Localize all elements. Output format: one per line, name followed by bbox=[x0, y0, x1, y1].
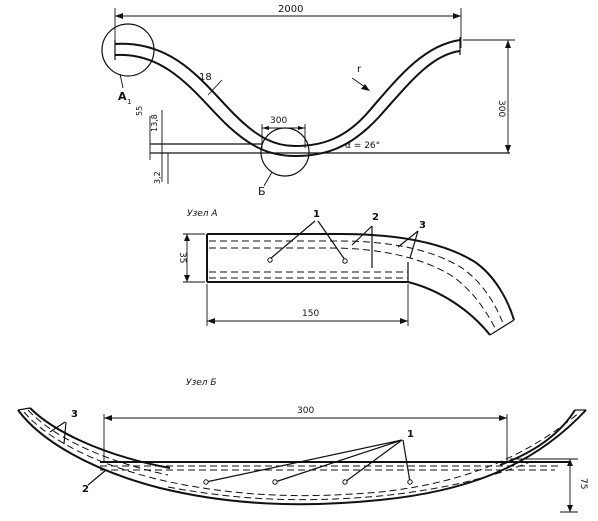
node-a-dim-l-arrow-left bbox=[207, 318, 215, 324]
node-a-dim-h-arrow-top bbox=[184, 234, 190, 241]
node-a-leader-1b bbox=[317, 220, 346, 261]
node-a-callout-3: 3 bbox=[419, 220, 426, 231]
node-b-end-left bbox=[17, 407, 31, 411]
node-b-inner-right bbox=[499, 409, 576, 466]
top-view: 2000 A 1 Б 18 r 300 α = 26° bbox=[101, 4, 515, 198]
node-a-leader bbox=[119, 73, 124, 89]
dim-height-arrow-top bbox=[505, 40, 511, 48]
node-a-callout-1: 1 bbox=[313, 209, 320, 220]
dim-thickness-18: 18 bbox=[199, 72, 212, 83]
node-b-detail: Узел Б 300 75 1 bbox=[17, 378, 588, 513]
node-b-point-1a bbox=[203, 479, 209, 485]
node-b-leader-1b bbox=[274, 439, 403, 483]
node-b-leader-1c bbox=[344, 439, 403, 483]
dim-height-arrow-bottom bbox=[505, 145, 511, 153]
node-b-leader-1a bbox=[205, 439, 403, 483]
dim-left-138: 13,8 bbox=[150, 114, 159, 132]
node-b-point-1b bbox=[272, 479, 278, 485]
node-b-inner-left bbox=[29, 407, 171, 469]
node-a-circle bbox=[101, 23, 155, 77]
node-a-leader-3b bbox=[409, 230, 419, 259]
thickness-tick bbox=[207, 79, 223, 96]
dim-flat-arrow-right bbox=[298, 126, 305, 130]
node-a-dim-l-arrow-right bbox=[400, 318, 408, 324]
node-b-title: Узел Б bbox=[186, 378, 217, 388]
arrow-left bbox=[115, 13, 123, 19]
node-a-point-1b bbox=[342, 258, 348, 264]
node-b-dim-height: 75 bbox=[578, 478, 588, 489]
radius-arrow bbox=[361, 84, 370, 91]
node-a-leader-1a bbox=[269, 220, 316, 260]
dim-flat-text: 300 bbox=[270, 116, 287, 126]
dim-left-55: 55 bbox=[135, 106, 144, 116]
node-a-title: Узел А bbox=[187, 209, 218, 219]
arrow-right bbox=[453, 13, 461, 19]
node-a-end-cap bbox=[489, 319, 515, 336]
node-a-dim-length: 150 bbox=[302, 309, 319, 319]
node-b-dim-h-arrow-bottom bbox=[567, 505, 573, 512]
node-a-point-1a bbox=[267, 257, 273, 263]
node-a-index: 1 bbox=[127, 98, 131, 106]
node-b-label: Б bbox=[258, 185, 266, 198]
node-a-top-edge bbox=[207, 233, 515, 321]
node-a-bottom-edge bbox=[207, 281, 491, 336]
dim-total-length-text: 2000 bbox=[278, 4, 303, 15]
pipe-outer-curve bbox=[114, 39, 461, 148]
node-b-dim-length: 300 bbox=[297, 406, 314, 416]
node-a-dash-1 bbox=[209, 240, 505, 327]
node-b-leader-3b bbox=[63, 421, 67, 445]
node-b-leader-2 bbox=[87, 469, 107, 486]
angle-label: α = 26° bbox=[345, 141, 380, 151]
node-a-leader-2a bbox=[351, 225, 373, 246]
node-b-leader bbox=[263, 171, 273, 187]
node-b-dash-curve-2 bbox=[27, 409, 169, 476]
node-a-leader-3a bbox=[397, 230, 419, 248]
node-b-dim-l-arrow-right bbox=[499, 415, 507, 421]
node-b-callout-2: 2 bbox=[82, 484, 89, 495]
node-b-dash-curve-1 bbox=[23, 411, 581, 497]
node-b-outer-curve bbox=[17, 409, 587, 506]
node-a-dim-height: 35 bbox=[177, 252, 187, 263]
node-b-point-1d bbox=[407, 479, 413, 485]
dim-flat-arrow-left bbox=[262, 126, 269, 130]
node-b-dim-l-arrow-left bbox=[104, 415, 112, 421]
node-a-dim-h-arrow-bottom bbox=[184, 275, 190, 282]
node-a-callout-2: 2 bbox=[372, 212, 379, 223]
dim-height-text: 300 bbox=[496, 100, 506, 117]
radius-label: r bbox=[357, 64, 362, 75]
node-a-detail: Узел А 1 2 3 35 bbox=[177, 209, 515, 336]
node-b-dash-curve-3 bbox=[167, 461, 531, 501]
node-b-callout-3: 3 bbox=[71, 409, 78, 420]
node-a-label: A bbox=[118, 90, 127, 103]
node-a-dash-2 bbox=[209, 247, 497, 331]
node-b-leader-1d bbox=[402, 439, 411, 483]
node-b-leader-3a bbox=[49, 421, 66, 433]
node-b-point-1c bbox=[342, 479, 348, 485]
node-b-callout-1: 1 bbox=[407, 429, 414, 440]
pipe-inner-curve bbox=[114, 50, 461, 158]
dim-left-small: 3,2 bbox=[153, 171, 162, 184]
node-b-dim-h-arrow-top bbox=[567, 459, 573, 466]
